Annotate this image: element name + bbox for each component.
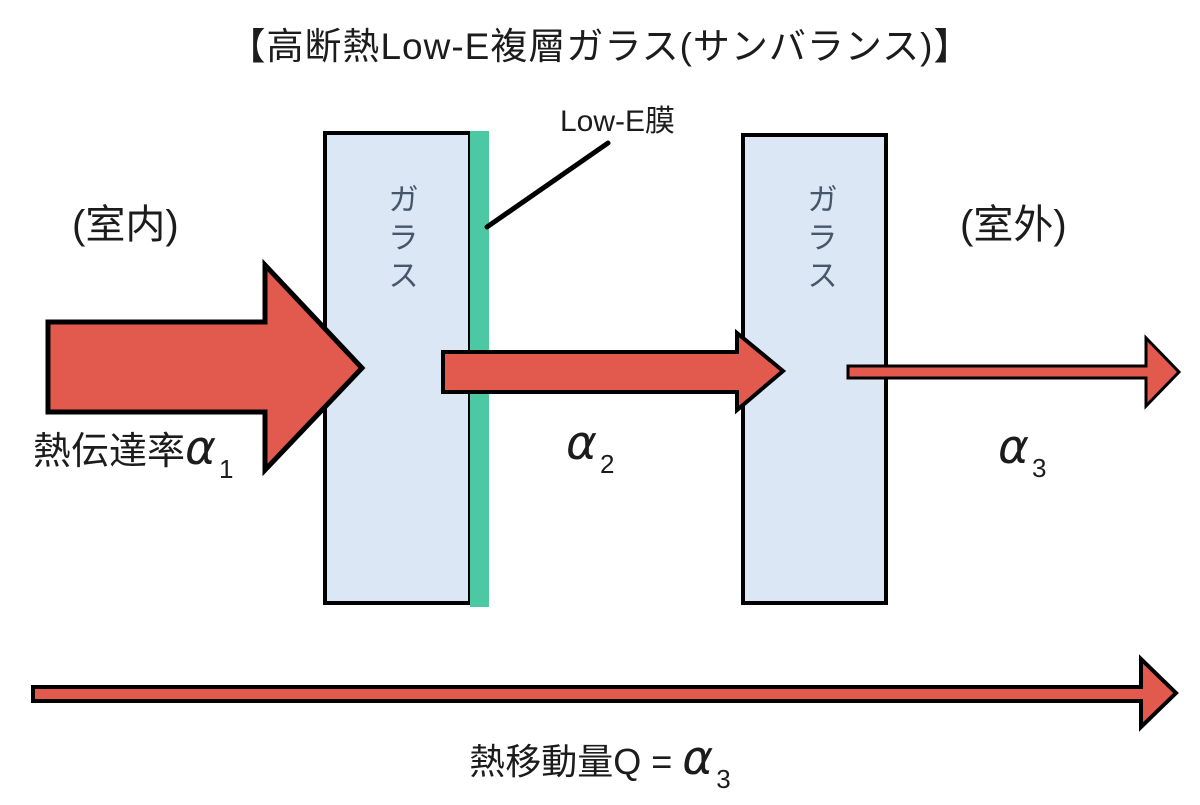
outdoor-label: (室外) [960,203,1067,247]
alpha1-subscript: 1 [219,454,234,484]
glass-left-label: ガラス [383,183,418,297]
heat-arrow-alpha2 [441,328,787,415]
alpha1-symbol: α [185,421,216,476]
alpha2-subscript: 2 [599,449,615,479]
total-heat-prefix: 熱移動量Q = [469,741,683,782]
total-heat-subscript: 3 [716,764,731,794]
alpha1-prefix: 熱伝達率 [33,431,186,473]
heat-arrow-alpha3 [846,334,1182,410]
indoor-label: (室内) [72,203,179,247]
low-e-film-label: Low-E膜 [560,105,676,138]
heat-arrow-total [31,654,1179,732]
alpha3-subscript: 3 [1031,453,1047,483]
alpha3-symbol: α [998,420,1029,475]
low-e-film-strip [470,131,489,607]
low-e-pointer-line [484,140,611,230]
diagram-title: 【高断熱Low-E複層ガラス(サンバランス)】 [228,26,972,67]
glass-right-label: ガラス [802,183,837,297]
alpha2-symbol: α [566,416,597,471]
total-heat-symbol: α [682,731,714,786]
